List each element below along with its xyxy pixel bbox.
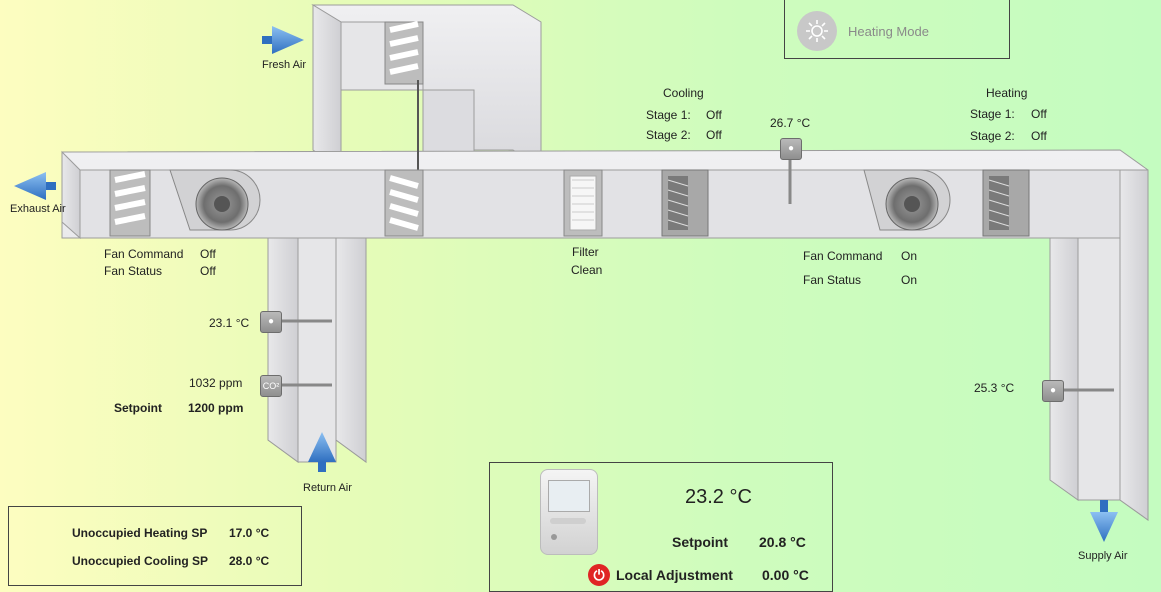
heating-stage2-value: Off: [1031, 129, 1047, 143]
ahu-schematic: [14, 4, 1149, 542]
power-icon[interactable]: ⏻: [588, 564, 610, 586]
co2-setpoint-value[interactable]: 1200 ppm: [188, 401, 244, 415]
fresh-air-label: Fresh Air: [262, 59, 307, 71]
local-adjustment-value[interactable]: 0.00 °C: [762, 567, 809, 583]
exhaust-air-arrow-icon: [14, 172, 56, 200]
room-setpoint-label: Setpoint: [672, 534, 728, 550]
co2-sensor-icon[interactable]: CO²: [260, 375, 282, 397]
cooling-title: Cooling: [663, 86, 704, 100]
return-air-arrow-icon: [308, 432, 336, 472]
return-temp-value: 23.1 °C: [209, 316, 250, 330]
mode-label: Heating Mode: [848, 24, 929, 39]
return-fan-status-label: Fan Status: [104, 264, 163, 278]
filter-icon[interactable]: [563, 169, 603, 237]
cooling-coil-icon[interactable]: [661, 169, 709, 237]
fresh-air-arrow-icon: [262, 26, 304, 54]
supply-fan-status-value: On: [901, 273, 918, 287]
fresh-air-damper[interactable]: [384, 21, 424, 85]
supply-fan-command-value: On: [901, 249, 918, 263]
sun-icon[interactable]: [797, 11, 837, 51]
supply-temp-value: 25.3 °C: [974, 381, 1015, 395]
mixing-damper[interactable]: [384, 169, 424, 237]
thermometer-icon[interactable]: ●: [260, 311, 282, 333]
return-fan-icon[interactable]: [169, 169, 261, 231]
supply-fan-command-label: Fan Command: [803, 249, 883, 263]
room-temperature: 23.2 °C: [685, 486, 752, 508]
unoccupied-cooling-label: Unoccupied Cooling SP: [72, 554, 209, 568]
supply-air-arrow-icon: [1090, 500, 1118, 542]
supply-air-label: Supply Air: [1078, 550, 1128, 562]
unoccupied-panel: Unoccupied Heating SP 17.0 °C Unoccupied…: [8, 506, 302, 586]
cooling-stage2-label: Stage 2:: [646, 128, 691, 142]
filter-label: Filter: [572, 245, 599, 259]
co2-value: 1032 ppm: [189, 376, 243, 390]
unoccupied-cooling-value[interactable]: 28.0 °C: [229, 554, 270, 568]
heating-title: Heating: [986, 86, 1028, 100]
cooling-stage1-value: Off: [706, 108, 722, 122]
heating-stage1-label: Stage 1:: [970, 107, 1015, 121]
cooling-stage1-label: Stage 1:: [646, 108, 691, 122]
mode-panel: Heating Mode: [784, 0, 1010, 59]
thermometer-icon[interactable]: ●: [1042, 380, 1064, 402]
exhaust-damper[interactable]: [109, 169, 151, 237]
cooling-stage2-value: Off: [706, 128, 722, 142]
unoccupied-heating-label: Unoccupied Heating SP: [72, 526, 208, 540]
unoccupied-heating-value[interactable]: 17.0 °C: [229, 526, 270, 540]
heating-stage2-label: Stage 2:: [970, 129, 1015, 143]
local-adjustment-label: Local Adjustment: [616, 567, 733, 583]
return-fan-status-value: Off: [200, 264, 216, 278]
co2-setpoint-label: Setpoint: [114, 401, 162, 415]
return-fan-command-label: Fan Command: [104, 247, 184, 261]
supply-fan-status-label: Fan Status: [803, 273, 862, 287]
exhaust-air-label: Exhaust Air: [10, 203, 66, 215]
room-setpoint-value: 20.8 °C: [759, 534, 806, 550]
heating-stage1-value: Off: [1031, 107, 1047, 121]
fresh-air-duct: [311, 4, 542, 171]
return-air-label: Return Air: [303, 482, 352, 494]
heating-coil-icon[interactable]: [982, 169, 1030, 237]
thermometer-icon[interactable]: ●: [780, 138, 802, 160]
return-fan-command-value: Off: [200, 247, 216, 261]
mixed-temp-value: 26.7 °C: [770, 116, 811, 130]
room-controller-icon[interactable]: [540, 469, 598, 555]
supply-fan-icon[interactable]: [863, 169, 951, 231]
filter-status: Clean: [571, 263, 603, 277]
